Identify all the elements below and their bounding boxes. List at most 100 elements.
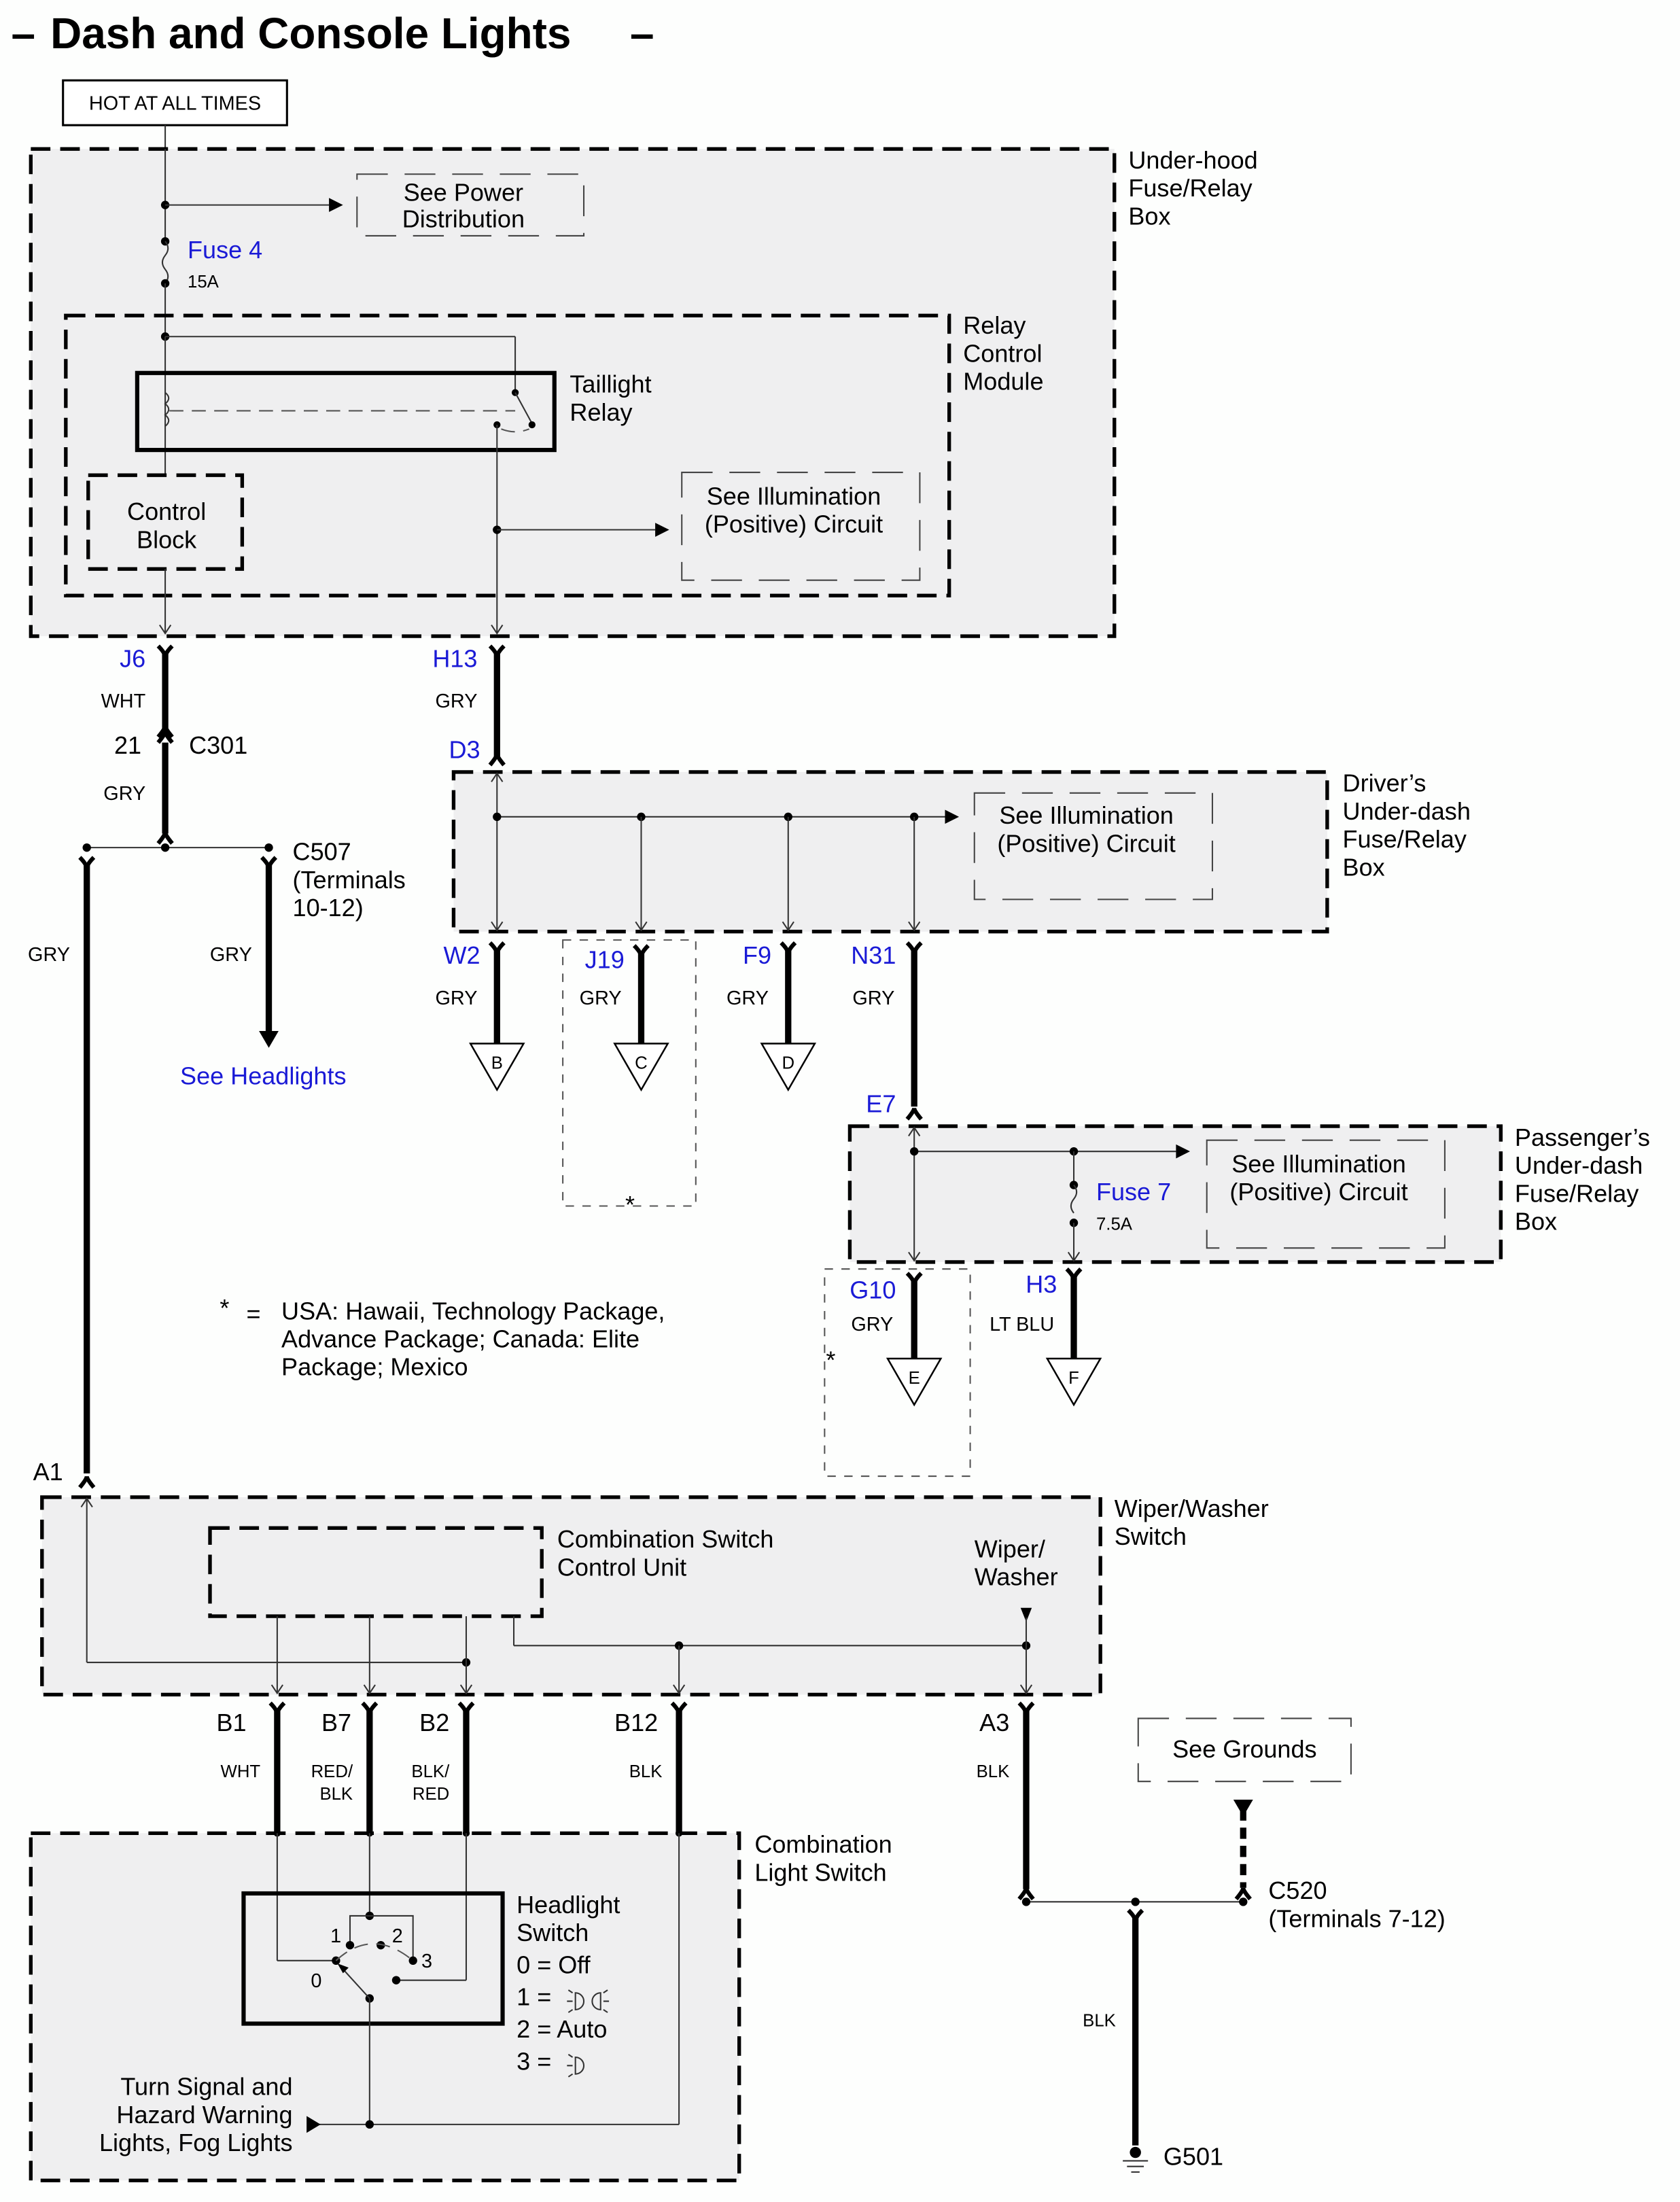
rcm-label-3: Module bbox=[963, 368, 1043, 396]
headlight-switch[interactable] bbox=[241, 1891, 505, 2026]
connector-b12[interactable]: B12 bbox=[614, 1709, 658, 1736]
passengers-under-dash-fuse-relay-box[interactable] bbox=[847, 1124, 1503, 1264]
optional-mark-2: * bbox=[826, 1346, 835, 1374]
offpage-connector-b[interactable] bbox=[469, 1043, 525, 1091]
see-illumination-link-2[interactable] bbox=[973, 792, 1213, 901]
see-grounds-label: See Grounds bbox=[1172, 1735, 1316, 1763]
see-illumination-link-3[interactable] bbox=[1206, 1139, 1446, 1249]
connector-c507[interactable]: C507 bbox=[293, 838, 351, 866]
output-w2[interactable]: W2 GRY B bbox=[436, 941, 525, 1091]
pin-b1[interactable]: B1 WHT bbox=[216, 1701, 286, 1834]
underhood-fuse-relay-box[interactable] bbox=[29, 147, 1117, 638]
connector-n31[interactable]: N31 bbox=[851, 941, 896, 969]
output-n31[interactable]: N31 GRY E7 bbox=[851, 941, 923, 1121]
see-power-distribution-link[interactable] bbox=[356, 173, 585, 237]
page-title: Dash and Console Lights bbox=[50, 9, 571, 58]
output-j19[interactable]: J19 GRY C bbox=[580, 944, 669, 1091]
footnote-line-2: Advance Package; Canada: Elite bbox=[281, 1325, 640, 1353]
connector-j19[interactable]: J19 bbox=[585, 945, 625, 973]
connector-c301[interactable]: C301 bbox=[189, 731, 247, 759]
connector-a3[interactable]: A3 bbox=[979, 1709, 1009, 1736]
footnote-line-3: Package; Mexico bbox=[281, 1353, 468, 1381]
pin-b12[interactable]: B12 BLK bbox=[614, 1701, 688, 1834]
wire-color-j19: GRY bbox=[580, 988, 622, 1009]
offpage-connector-e[interactable] bbox=[886, 1357, 943, 1407]
connector-w2[interactable]: W2 bbox=[444, 941, 480, 969]
pin-b7[interactable]: B7 RED/ BLK bbox=[311, 1701, 379, 1834]
drivers-under-dash-fuse-relay-box[interactable] bbox=[451, 770, 1329, 934]
footnote-mark: * bbox=[220, 1294, 229, 1322]
connector-c520[interactable]: C520 bbox=[1268, 1876, 1327, 1904]
headlight-switch-label-1: Headlight bbox=[517, 1891, 620, 1919]
offpage-connector-d[interactable] bbox=[760, 1043, 817, 1091]
arrow-icon bbox=[307, 2116, 321, 2133]
wire-color-b7-2: BLK bbox=[319, 1785, 353, 1804]
output-h3[interactable]: H3 LT BLU F bbox=[990, 1268, 1102, 1407]
combo-light-label-1: Combination bbox=[754, 1830, 892, 1858]
wire-color-j6: WHT bbox=[101, 691, 146, 712]
footnote-eq: = bbox=[247, 1299, 261, 1327]
see-power-line2: Distribution bbox=[402, 205, 525, 233]
see-power-line1: See Power bbox=[404, 178, 523, 206]
relay-control-module[interactable] bbox=[64, 313, 951, 598]
switch-contact-1 bbox=[345, 1941, 355, 1950]
offpage-label-e: E bbox=[909, 1369, 920, 1388]
combination-light-switch[interactable] bbox=[29, 1831, 741, 2182]
rcm-label-2: Control bbox=[963, 339, 1042, 367]
passenger-box-label-1: Passenger’s bbox=[1515, 1123, 1650, 1151]
offpage-label-d: D bbox=[782, 1054, 794, 1073]
relay-label-2: Relay bbox=[570, 398, 632, 426]
pin-b2[interactable]: B2 BLK/ RED bbox=[411, 1701, 475, 1834]
connector-h13[interactable]: H13 bbox=[432, 644, 477, 672]
pos-num-2: 2 bbox=[392, 1925, 403, 1947]
wiper-label-2: Washer bbox=[975, 1563, 1058, 1591]
position-3: 3 = bbox=[517, 2048, 551, 2076]
see-illumination-link-1[interactable] bbox=[681, 472, 921, 581]
c507-terminals-1: (Terminals bbox=[293, 866, 406, 894]
optional-region-j19 bbox=[562, 939, 697, 1207]
connector-f9[interactable]: F9 bbox=[743, 941, 771, 969]
see-headlights-link[interactable]: See Headlights bbox=[180, 1062, 346, 1089]
connector-e7[interactable]: E7 bbox=[866, 1089, 896, 1117]
c520-terminals: (Terminals 7-12) bbox=[1268, 1904, 1445, 1932]
parking-headlight-icon bbox=[567, 1989, 610, 2013]
offpage-connector-f[interactable] bbox=[1045, 1357, 1102, 1407]
taillight-relay[interactable] bbox=[135, 370, 557, 453]
offpage-label-b: B bbox=[491, 1054, 503, 1073]
position-1: 1 = bbox=[517, 1983, 551, 2011]
passenger-box-label-2: Under-dash bbox=[1515, 1151, 1643, 1179]
connector-b1[interactable]: B1 bbox=[216, 1709, 246, 1736]
see-illum-3-line2: (Positive) Circuit bbox=[1229, 1178, 1407, 1206]
connector-g10[interactable]: G10 bbox=[850, 1276, 896, 1304]
driver-box-label-1: Driver’s bbox=[1343, 769, 1427, 797]
offpage-label-c: C bbox=[635, 1054, 648, 1073]
see-illum-2-line1: See Illumination bbox=[999, 801, 1173, 829]
connector-b2[interactable]: B2 bbox=[419, 1709, 449, 1736]
c507-terminals-2: 10-12) bbox=[293, 894, 364, 922]
combination-switch-control-unit[interactable] bbox=[208, 1526, 544, 1618]
passenger-box-label-3: Fuse/Relay bbox=[1515, 1179, 1639, 1207]
output-g10[interactable]: G10 GRY E bbox=[850, 1272, 943, 1407]
pin-a3[interactable]: A3 BLK bbox=[977, 1701, 1035, 1889]
connector-b7[interactable]: B7 bbox=[321, 1709, 351, 1736]
wiper-label-1: Wiper/ bbox=[975, 1535, 1046, 1563]
wire-color-b12: BLK bbox=[629, 1762, 663, 1781]
see-grounds-link[interactable] bbox=[1137, 1717, 1352, 1783]
connector-a1[interactable]: A1 bbox=[33, 1458, 63, 1486]
control-unit-label-2: Control Unit bbox=[557, 1553, 686, 1581]
ground-g501[interactable]: G501 bbox=[1163, 2143, 1223, 2171]
see-illum-1-line1: See Illumination bbox=[707, 482, 881, 510]
switch-contact-3 bbox=[408, 1956, 417, 1965]
power-source-box bbox=[62, 79, 288, 126]
driver-box-label-4: Box bbox=[1343, 853, 1385, 881]
offpage-connector-c[interactable] bbox=[613, 1043, 669, 1091]
connector-h3[interactable]: H3 bbox=[1026, 1270, 1057, 1298]
wire-color-ground: BLK bbox=[1083, 2012, 1116, 2031]
fuse-4-label[interactable]: Fuse 4 bbox=[188, 236, 262, 264]
connector-d3[interactable]: D3 bbox=[449, 735, 480, 763]
connector-j6[interactable]: J6 bbox=[120, 644, 145, 672]
footnote: * = USA: Hawaii, Technology Package, Adv… bbox=[220, 1294, 665, 1381]
fuse-7-label[interactable]: Fuse 7 bbox=[1096, 1178, 1171, 1206]
wiper-switch-label-1: Wiper/Washer bbox=[1115, 1495, 1269, 1522]
output-f9[interactable]: F9 GRY D bbox=[727, 941, 817, 1091]
